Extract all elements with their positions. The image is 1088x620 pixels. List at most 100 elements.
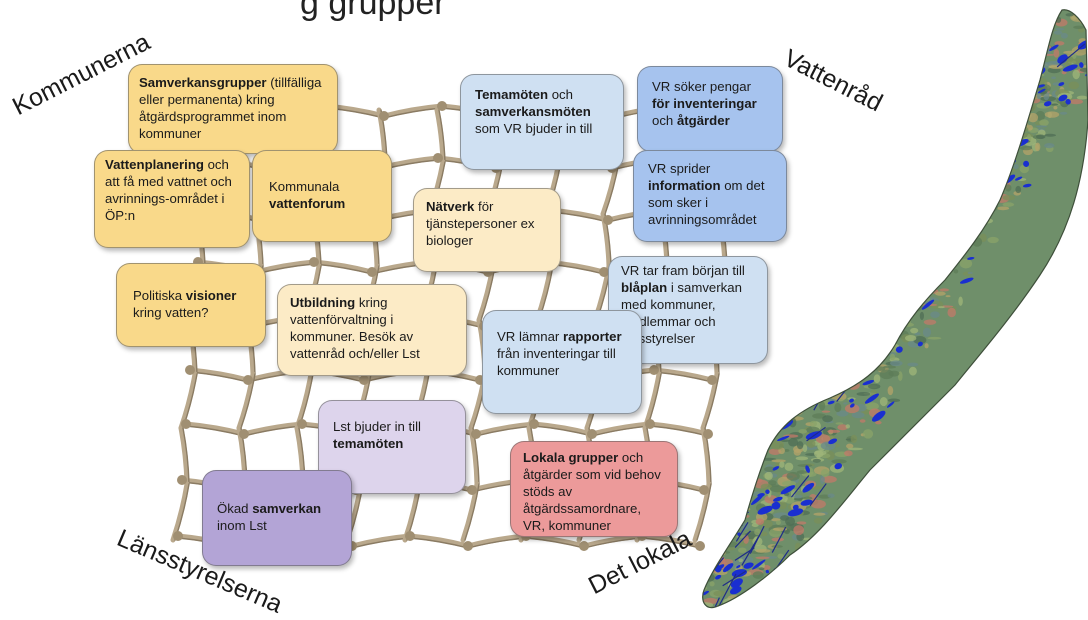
map-lake: [1036, 84, 1046, 88]
map-terrain-patch: [1020, 78, 1028, 83]
map-terrain-patch: [977, 78, 984, 87]
map-terrain-patch: [1012, 95, 1019, 102]
map-terrain-patch: [970, 227, 976, 238]
map-terrain-patch: [743, 448, 754, 455]
map-terrain-patch: [963, 139, 979, 150]
map-lake: [985, 179, 991, 184]
map-terrain-patch: [714, 531, 731, 541]
map-lake: [724, 527, 735, 536]
map-terrain-patch: [913, 335, 927, 345]
map-terrain-patch: [847, 359, 861, 369]
map-terrain-patch: [996, 206, 1010, 211]
map-terrain-patch: [819, 401, 826, 411]
map-terrain-patch: [957, 151, 969, 154]
net-knot: [529, 419, 539, 429]
map-terrain-patch: [714, 538, 730, 547]
map-lake: [905, 295, 914, 303]
map-lake: [936, 155, 948, 165]
map-stream: [734, 530, 751, 548]
map-terrain-patch: [954, 232, 960, 237]
net-rope: [438, 109, 446, 163]
map-terrain-patch: [826, 372, 841, 375]
net-knot: [587, 429, 597, 439]
map-terrain-patch: [1049, 64, 1063, 70]
map-terrain-patch: [938, 219, 947, 226]
map-terrain-patch: [873, 374, 881, 384]
map-lake: [868, 277, 882, 286]
map-terrain-patch: [913, 225, 923, 232]
map-terrain-patch: [680, 593, 690, 601]
map-terrain-patch: [815, 434, 831, 444]
map-terrain-patch: [865, 286, 871, 292]
map-terrain-patch: [881, 301, 890, 305]
map-terrain-patch: [704, 517, 720, 523]
map-terrain-patch: [910, 327, 919, 334]
map-terrain-patch: [796, 392, 807, 397]
map-lake: [967, 257, 975, 260]
map-terrain-patch: [956, 228, 970, 232]
map-terrain-patch: [880, 318, 894, 322]
map-terrain-patch: [970, 214, 982, 224]
map-terrain-patch: [965, 138, 979, 143]
map-terrain-patch: [856, 392, 871, 397]
map-terrain-patch: [864, 402, 879, 411]
map-stream: [719, 573, 737, 606]
map-terrain-patch: [1016, 83, 1028, 87]
map-terrain-patch: [1027, 49, 1038, 56]
map-terrain-patch: [1017, 111, 1023, 120]
map-terrain-patch: [853, 319, 866, 328]
map-lake: [1000, 69, 1014, 78]
map-terrain-patch: [891, 323, 904, 330]
map-terrain-patch: [1029, 58, 1045, 66]
map-terrain-patch: [881, 299, 892, 308]
map-terrain-patch: [1030, 58, 1038, 68]
map-terrain-patch: [935, 207, 942, 217]
map-lake: [970, 138, 975, 142]
map-terrain-patch: [961, 121, 966, 129]
map-terrain-patch: [837, 399, 844, 402]
map-lake: [978, 125, 991, 133]
map-terrain-patch: [690, 606, 701, 613]
map-terrain-patch: [1012, 49, 1022, 60]
map-terrain-patch: [990, 73, 1000, 83]
map-terrain-patch: [798, 401, 814, 407]
map-terrain-patch: [1026, 124, 1033, 131]
box-samverkansgrupper: Samverkansgrupper (tillfälliga eller per…: [128, 64, 338, 154]
map-terrain-patch: [796, 397, 804, 405]
map-terrain-patch: [872, 300, 884, 308]
map-lake: [1058, 94, 1068, 102]
map-terrain-patch: [747, 475, 757, 481]
map-terrain-patch: [943, 182, 960, 192]
map-terrain-patch: [970, 131, 978, 137]
map-terrain-patch: [991, 101, 1000, 107]
map-lake: [773, 496, 783, 502]
map-terrain-patch: [835, 422, 844, 425]
net-knot: [603, 215, 613, 225]
map-terrain-patch: [949, 228, 964, 234]
map-terrain-patch: [938, 243, 946, 248]
map-lake: [929, 172, 934, 177]
map-terrain-patch: [978, 130, 989, 135]
box-kommunala-vattenforum: Kommunala vattenforum: [252, 150, 392, 242]
map-terrain-patch: [996, 55, 1005, 65]
net-knot: [649, 365, 659, 375]
map-terrain-patch: [1002, 127, 1011, 133]
map-lake: [882, 286, 897, 298]
map-terrain-patch: [995, 167, 1007, 176]
map-terrain-patch: [958, 296, 963, 306]
map-terrain-patch: [802, 357, 808, 364]
map-terrain-patch: [962, 173, 971, 177]
map-terrain-patch: [962, 133, 979, 142]
map-terrain-patch: [981, 153, 995, 159]
map-terrain-patch: [977, 114, 984, 125]
map-terrain-patch: [842, 346, 848, 352]
map-lake: [771, 501, 781, 510]
map-terrain-patch: [938, 260, 944, 266]
map-terrain-patch: [755, 556, 770, 560]
map-lake: [960, 188, 972, 195]
map-terrain-patch: [904, 277, 911, 285]
map-lake: [855, 360, 861, 367]
map-terrain-patch: [751, 439, 759, 449]
map-terrain-patch: [939, 262, 955, 270]
map-terrain-patch: [1019, 39, 1030, 42]
